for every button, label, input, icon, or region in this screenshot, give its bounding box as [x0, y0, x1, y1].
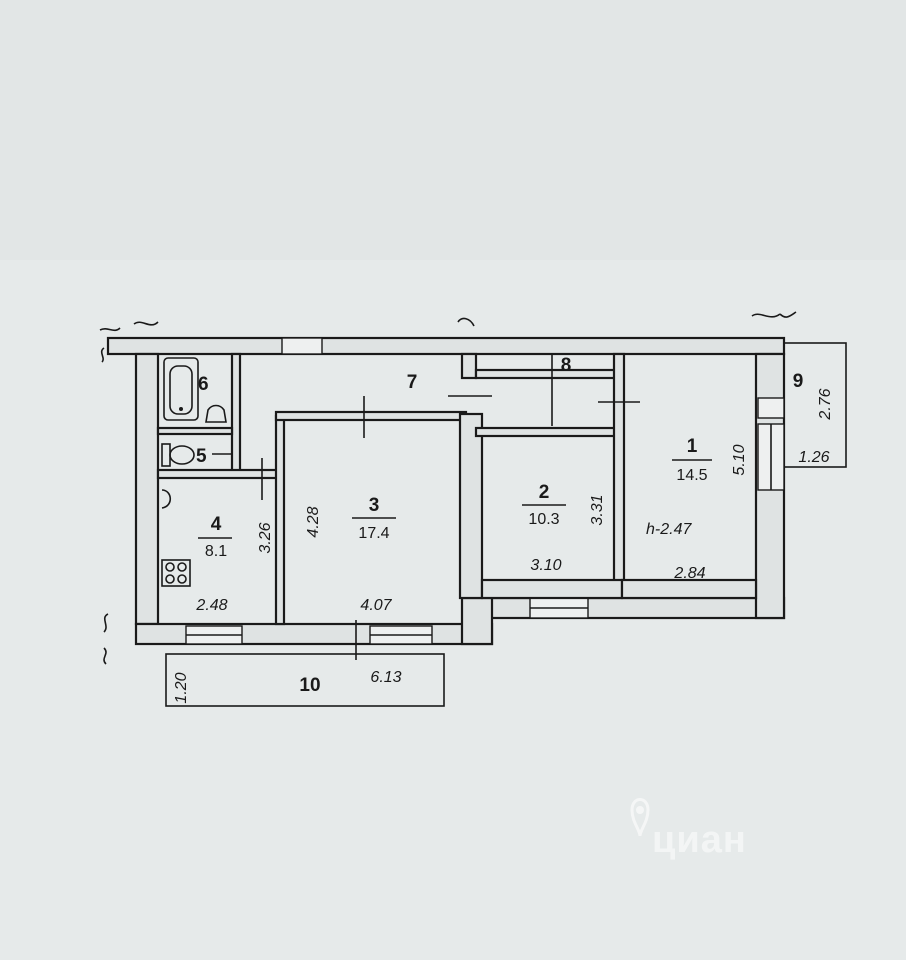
room-2-length: 3.31: [589, 494, 606, 525]
room-4-width: 2.48: [195, 597, 227, 614]
room-4-area: 8.1: [205, 543, 227, 560]
room-10-number: 10: [299, 675, 320, 696]
windows: [185, 337, 785, 645]
balcony-9-length: 2.76: [817, 388, 834, 420]
room-4-number: 4: [211, 514, 222, 535]
room-1-number: 1: [687, 436, 698, 457]
room-3-number: 3: [369, 495, 380, 516]
room-1-width: 2.84: [673, 565, 705, 582]
balcony-9-width: 1.26: [798, 449, 829, 466]
interior-walls: [156, 352, 758, 626]
cian-watermark-logo: [630, 798, 650, 837]
wall-break-left: [99, 327, 121, 665]
room-1-area: 14.5: [676, 467, 707, 484]
area-underlines: [198, 459, 712, 539]
balcony-10-length: 6.13: [370, 669, 401, 686]
room-3-width: 4.07: [360, 597, 392, 614]
room-4-length: 3.26: [257, 522, 274, 553]
room-2-number: 2: [539, 482, 550, 503]
toilet-icon: [161, 443, 195, 467]
room-2-width: 3.10: [530, 557, 561, 574]
door-markers: [261, 354, 640, 660]
balcony-10-width: 1.20: [173, 672, 190, 703]
room-6-number: 6: [198, 374, 209, 395]
wall-break-top: [133, 311, 797, 327]
room-3-area: 17.4: [358, 525, 389, 542]
room-2-area: 10.3: [528, 511, 559, 528]
watermark-text: циан: [652, 819, 747, 861]
room-5-number: 5: [196, 446, 207, 467]
sink-icon: [205, 404, 227, 423]
bathtub-icon: [163, 357, 199, 421]
room-7-number: 7: [407, 372, 418, 393]
room-9-number: 9: [793, 371, 804, 392]
ceiling-height: h-2.47: [646, 521, 692, 538]
room-8-number: 8: [561, 355, 572, 376]
room-3-length: 4.28: [305, 506, 322, 537]
kitchen-sink-icon: [161, 489, 172, 509]
balcony-10-frame: [165, 653, 445, 707]
stove-icon: [161, 559, 191, 587]
paper-shade: [0, 0, 906, 260]
room-1-length: 5.10: [731, 444, 748, 475]
